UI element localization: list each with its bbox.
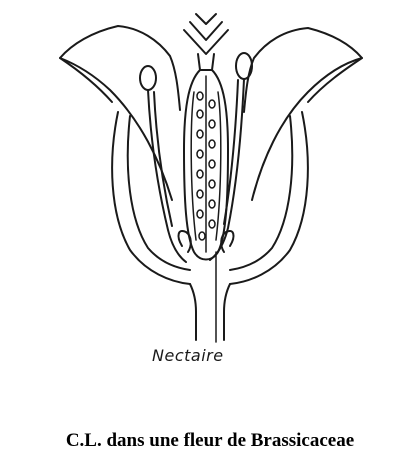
figure-caption: C.L. dans une fleur de Brassicaceae [65, 430, 355, 451]
ovule [208, 219, 216, 229]
right-petal-inner-fold [307, 57, 363, 103]
ovule [196, 129, 204, 139]
ovule [196, 189, 204, 199]
left-petal [59, 25, 181, 201]
ovule [196, 169, 204, 179]
ovule [208, 159, 216, 169]
style [197, 53, 215, 71]
ovary-wall [183, 69, 229, 261]
ovule [198, 231, 206, 241]
ovary-inner-wall [190, 91, 222, 241]
receptacle-left [189, 283, 197, 341]
left-anther [139, 65, 157, 91]
ovule [208, 119, 216, 129]
ovule [208, 139, 216, 149]
stigma [183, 13, 229, 55]
right-sepal-inner [229, 115, 294, 271]
ovule [196, 109, 204, 119]
left-nectary [177, 230, 192, 253]
left-filament [147, 89, 187, 263]
ovule [196, 91, 204, 101]
left-filament-inner [153, 91, 173, 227]
left-petal-inner-fold [59, 57, 113, 103]
right-petal [243, 27, 363, 201]
ovule [196, 209, 204, 219]
left-sepal [111, 111, 191, 285]
nectaire-label: Nectaire [152, 346, 224, 365]
ovule [208, 99, 216, 109]
ovule [196, 149, 204, 159]
right-sepal [229, 111, 309, 285]
right-nectary [220, 230, 235, 253]
ovule [208, 199, 216, 209]
right-anther [235, 52, 253, 80]
left-sepal-inner [126, 115, 191, 271]
ovules [196, 91, 216, 241]
ovule [208, 179, 216, 189]
receptacle-right [223, 283, 231, 341]
